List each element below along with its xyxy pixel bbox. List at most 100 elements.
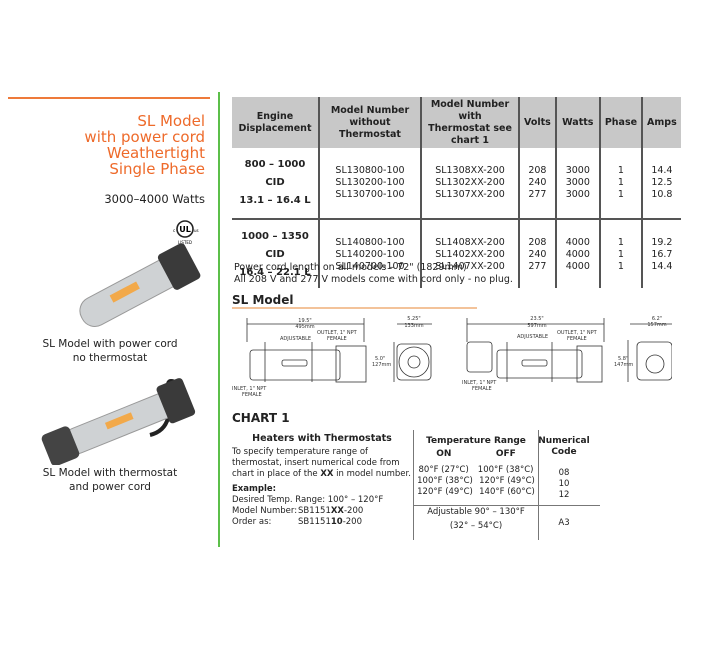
text: -200 — [343, 506, 364, 516]
example-order: Order as:SB115110-200 — [232, 517, 412, 528]
col-engine: Engine Displacement — [232, 97, 319, 148]
model-thermostat-value: SL1408XX-200 — [435, 237, 505, 248]
dim-label: INLET, 1" NPT — [462, 380, 497, 386]
dim-label: ADJUSTABLE — [280, 336, 311, 342]
model-thermostat-value: SL1308XX-200 — [435, 165, 505, 176]
amps-value: 16.7 — [651, 249, 673, 260]
caption-line: SL Model with power cord — [42, 338, 178, 350]
col-volts: Volts — [518, 97, 556, 148]
dim-label: INLET, 1" NPT — [232, 386, 267, 392]
model-thermostat-value: SL1402XX-200 — [435, 249, 505, 260]
on-temp: 80°F (27°C) — [418, 465, 469, 475]
phase-value: 1 — [617, 261, 624, 272]
text: -200 — [342, 517, 362, 527]
volts-value: 277 — [528, 261, 547, 272]
chart1-heading: CHART 1 — [232, 411, 290, 425]
model-no-thermostat-value: SL140800-100 — [335, 237, 405, 248]
text: To specify temperature range of thermost… — [232, 447, 400, 479]
col-model-no-thermostat: Model Number without Thermostat — [318, 97, 421, 148]
sl-model-heading: SL Model — [232, 293, 294, 307]
text: Order as: — [232, 517, 272, 527]
engine-cell: 1000 – 1350 CID 16.4 – 22.1 L — [232, 219, 319, 288]
title-line: Single Phase — [109, 160, 205, 178]
adjustable-code: A3 — [558, 518, 570, 528]
svg-text:UL: UL — [179, 225, 191, 234]
chart1-title: Heaters with Thermostats — [252, 433, 392, 444]
title-line: SL Model — [137, 112, 205, 130]
dim-label: ADJUSTABLE — [517, 334, 548, 340]
dim-label: 19.5" — [298, 318, 311, 324]
dim-label: 495mm — [295, 324, 314, 330]
note: Power cord length on all models – 72" (1… — [234, 262, 467, 273]
text: XX — [320, 469, 334, 479]
code-value: 08 — [558, 468, 570, 478]
svg-text:LISTED: LISTED — [178, 240, 192, 245]
adjustable-range: Adjustable 90° – 130°F — [427, 507, 525, 517]
phase-value: 1 — [617, 165, 624, 176]
dimension-drawings: 19.5" 495mm ADJUSTABLE OUTLET, 1" NPT FE… — [232, 316, 672, 397]
orange-rule — [8, 97, 210, 99]
model-no-thermostat-value: SL140700-100 — [335, 261, 405, 272]
model-no-thermostat-value: SL140200-100 — [335, 249, 405, 260]
amps-value: 14.4 — [651, 261, 673, 272]
model-thermostat-value: SL1302XX-200 — [435, 177, 505, 188]
dim-label: 147mm — [614, 362, 633, 368]
divider — [538, 430, 539, 540]
off-temp: 140°F (60°C) — [479, 487, 535, 497]
model-thermostat-value: SL1407XX-200 — [435, 261, 505, 272]
watts-value: 3000 — [565, 177, 590, 188]
col-amps: Amps — [641, 97, 681, 148]
text: Model Number: — [232, 506, 298, 516]
watts-value: 4000 — [565, 237, 590, 248]
off-temp: 100°F (38°C) — [477, 465, 534, 475]
code-value: 10 — [558, 479, 570, 489]
model-no-thermostat-value: SL130200-100 — [335, 177, 405, 188]
title-line: Weathertight — [106, 144, 205, 162]
watts-value: 4000 — [565, 261, 590, 272]
on-temp: 120°F (49°C) — [417, 487, 473, 497]
example-model: Model Number:SB1151XX-200 — [232, 506, 412, 517]
dim-label: 5.0" — [375, 356, 385, 362]
note: All 208 V and 277 V models come with cor… — [234, 274, 513, 285]
col-watts: Watts — [554, 97, 600, 148]
volts-value: 277 — [528, 189, 547, 200]
heater-photo-thermostat — [41, 378, 196, 465]
col-model-thermostat: Model Number with Thermostat see chart 1 — [420, 97, 519, 148]
engine-line: 1000 – 1350 CID — [241, 231, 309, 260]
wattage: 3000–4000 Watts — [104, 192, 205, 206]
caption-thermostat: SL Model with thermostat and power cord — [10, 466, 210, 494]
dim-label: OUTLET, 1" NPT — [317, 330, 358, 336]
heading-rule — [232, 307, 477, 309]
notes: Power cord length on all models – 72" (1… — [234, 262, 513, 286]
temp-row: 100°F (38°C)120°F (49°C) — [414, 476, 538, 487]
engine-line: 16.4 – 22.1 L — [239, 267, 311, 278]
amps-value: 10.8 — [651, 189, 673, 200]
dim-label: 23.5" — [530, 316, 543, 322]
spec-table: Engine Displacement Model Number without… — [232, 97, 681, 288]
model-no-thermostat-value: SL130800-100 — [335, 165, 405, 176]
engine-line: 13.1 – 16.4 L — [239, 195, 311, 206]
temp-row: 80°F (27°C) 100°F (38°C) — [414, 465, 538, 476]
temp-row: 120°F (49°C) 140°F (60°C) — [414, 487, 538, 498]
off-temp: 120°F (49°C) — [479, 476, 535, 486]
model-no-thermostat-value: SL130700-100 — [335, 189, 405, 200]
caption-line: SL Model with thermostat — [42, 467, 178, 479]
dim-label: 133mm — [404, 323, 423, 329]
dim-label: 5.25" — [407, 316, 420, 322]
phase-value: 1 — [617, 249, 624, 260]
green-divider — [218, 92, 220, 547]
example-line: Desired Temp. Range: 100° – 120°F — [232, 495, 384, 505]
phase-value: 1 — [617, 177, 624, 188]
dim-label: 6.2" — [652, 316, 662, 322]
text: SB1151 — [298, 506, 331, 516]
watts-value: 3000 — [565, 189, 590, 200]
